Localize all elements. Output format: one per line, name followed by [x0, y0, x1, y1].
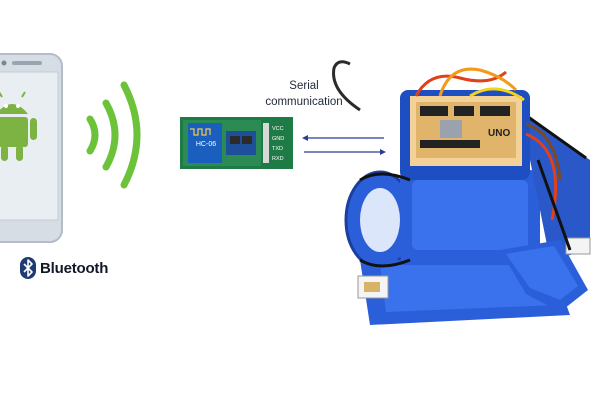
board-label: UNO: [488, 128, 510, 139]
robot: UNO: [332, 60, 591, 325]
signal-waves-icon: [86, 81, 141, 189]
module-name: HC-06: [196, 141, 216, 148]
bluetooth-module: HC-06 VCC GND TXD RXD: [180, 117, 293, 169]
serial-label-line2: communication: [265, 96, 343, 108]
bluetooth-label: Bluetooth: [20, 255, 108, 281]
pin-label-gnd: GND: [272, 136, 284, 142]
bluetooth-text: Bluetooth: [40, 259, 109, 277]
serial-label-line1: Serial: [289, 80, 319, 92]
bluetooth-icon: [20, 257, 36, 279]
smartphone: [0, 53, 63, 243]
pin-label-txd: TXD: [272, 146, 283, 152]
serial-communication-label: Serial communication: [250, 78, 358, 110]
serial-arrows: [302, 135, 386, 155]
android-icon: [0, 91, 37, 161]
pin-label-rxd: RXD: [272, 156, 284, 162]
pin-label-vcc: VCC: [272, 126, 284, 132]
